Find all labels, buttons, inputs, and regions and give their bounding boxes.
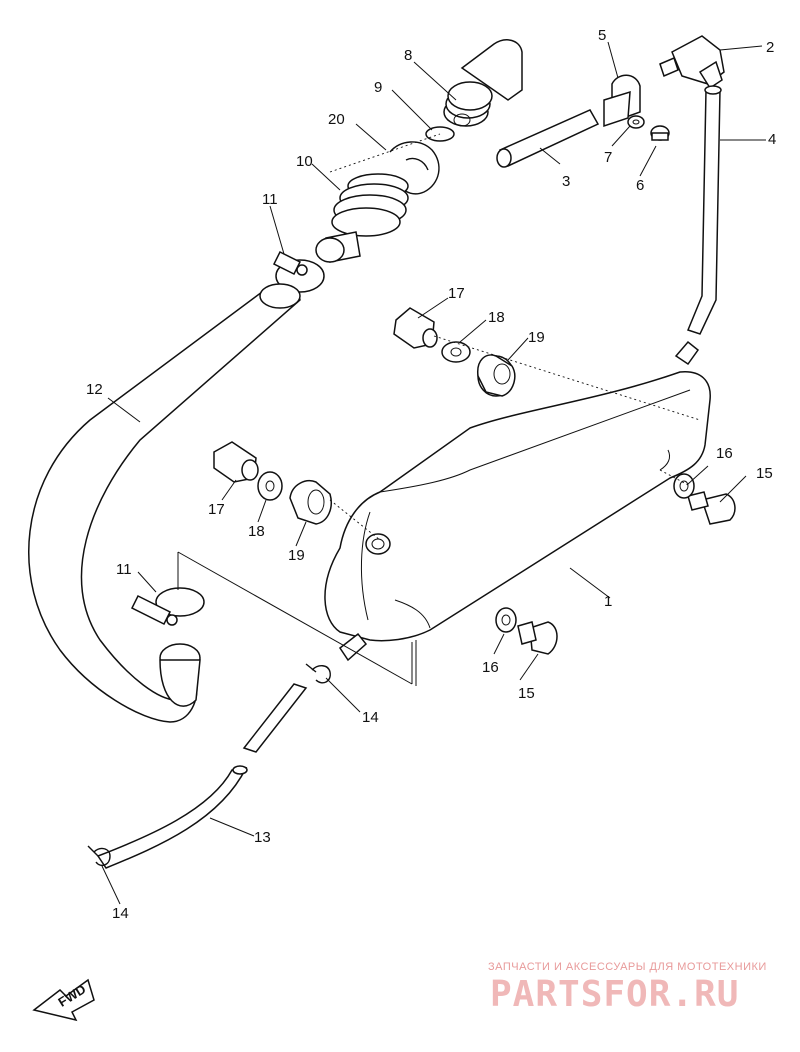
elbow-fitting bbox=[659, 35, 725, 90]
watermark-brand: PARTSFOR.RU bbox=[490, 974, 739, 1015]
hose-clamp-upper bbox=[272, 250, 325, 293]
callout-16-lower: 16 bbox=[482, 659, 499, 676]
washer-upper bbox=[441, 341, 471, 363]
watermark: ЗАПЧАСТИ И АКСЕССУАРЫ ДЛЯ МОТОТЕХНИКИ PA… bbox=[488, 961, 767, 1015]
callout-9: 9 bbox=[374, 79, 382, 96]
bellows-joint bbox=[315, 173, 409, 263]
filler-neck bbox=[443, 39, 523, 127]
callout-15-right: 15 bbox=[756, 465, 773, 482]
callout-3: 3 bbox=[562, 173, 570, 190]
callout-4: 4 bbox=[768, 131, 776, 148]
callout-11-upper: 11 bbox=[262, 191, 278, 208]
washer-right bbox=[673, 473, 695, 499]
short-hose bbox=[496, 109, 600, 168]
grommet-mid bbox=[289, 480, 332, 525]
grommet-upper bbox=[477, 354, 516, 397]
washer-lower bbox=[495, 607, 517, 633]
collar-upper bbox=[393, 307, 438, 349]
callout-19-upper: 19 bbox=[528, 329, 545, 346]
callout-18-mid: 18 bbox=[248, 523, 265, 540]
callout-14-upper: 14 bbox=[362, 709, 379, 726]
callout-19-mid: 19 bbox=[288, 547, 305, 564]
callout-2: 2 bbox=[766, 39, 774, 56]
callout-18-upper: 18 bbox=[488, 309, 505, 326]
callout-13: 13 bbox=[254, 829, 271, 846]
mount-bolt-lower bbox=[517, 621, 558, 655]
callout-17-mid: 17 bbox=[208, 501, 225, 518]
callout-12: 12 bbox=[86, 381, 103, 398]
oil-tank bbox=[324, 340, 711, 662]
drain-hose bbox=[96, 683, 308, 869]
callout-8: 8 bbox=[404, 47, 412, 64]
callout-labels: 1 2 3 4 5 6 7 8 9 20 10 11 12 17 18 19 1… bbox=[86, 27, 776, 922]
callout-10: 10 bbox=[296, 153, 313, 170]
callout-7: 7 bbox=[604, 149, 612, 166]
hose-bracket bbox=[603, 74, 641, 128]
assembly-guides bbox=[177, 133, 701, 686]
callout-17-upper: 17 bbox=[448, 285, 465, 302]
collar-mid bbox=[213, 441, 259, 483]
washer-mid bbox=[257, 471, 283, 501]
fwd-arrow: FWD bbox=[32, 978, 95, 1022]
breather-hose bbox=[687, 85, 722, 335]
callout-16-right: 16 bbox=[716, 445, 733, 462]
hose-clip-lower bbox=[87, 845, 111, 867]
hose-clamp-lower bbox=[130, 587, 205, 626]
callout-11-lower: 11 bbox=[116, 561, 132, 578]
callout-6: 6 bbox=[636, 177, 644, 194]
hose-clip-upper bbox=[305, 663, 331, 684]
small-washer bbox=[627, 115, 645, 129]
callout-20: 20 bbox=[328, 111, 345, 128]
small-bolt bbox=[650, 125, 670, 141]
callout-1: 1 bbox=[604, 593, 612, 610]
callout-14-lower: 14 bbox=[112, 905, 129, 922]
leader-lines bbox=[101, 41, 766, 905]
mount-bolt-right bbox=[687, 491, 736, 525]
callout-15-lower: 15 bbox=[518, 685, 535, 702]
watermark-tagline: ЗАПЧАСТИ И АКСЕССУАРЫ ДЛЯ МОТОТЕХНИКИ bbox=[488, 961, 767, 973]
large-curved-hose bbox=[28, 283, 301, 723]
callout-5: 5 bbox=[598, 27, 606, 44]
